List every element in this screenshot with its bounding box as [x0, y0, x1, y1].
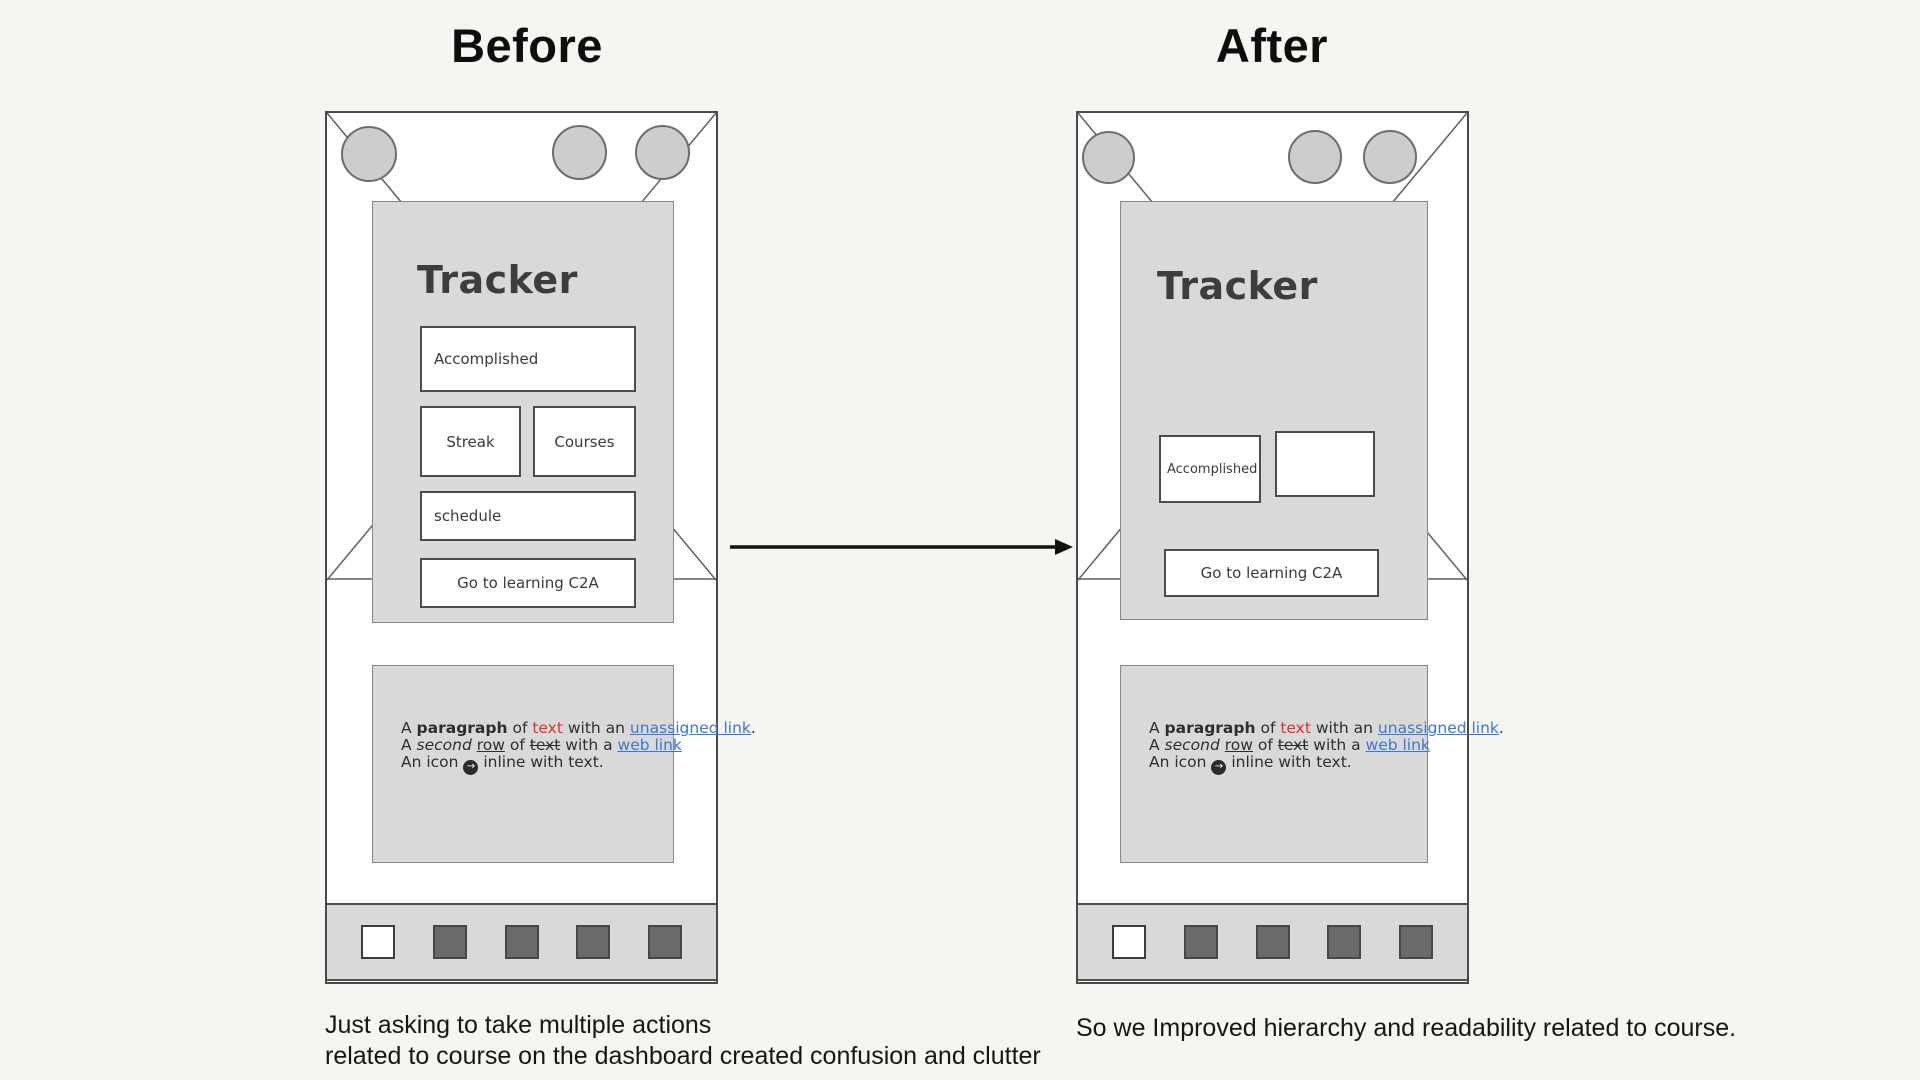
nav-item[interactable] — [576, 925, 611, 959]
rich-text-line-3: An icon inline with text. — [401, 754, 756, 775]
paragraph-card: A paragraph of text with an unassigned l… — [1120, 665, 1504, 863]
nav-item[interactable] — [432, 925, 467, 959]
go-to-learning-cta-button[interactable]: Go to learning C2A — [1164, 549, 1379, 597]
schedule-button[interactable]: schedule — [420, 491, 636, 541]
nav-item[interactable] — [1399, 925, 1433, 959]
nav-item-home[interactable] — [1112, 925, 1146, 959]
tracker-title: Tracker — [1157, 264, 1318, 308]
nav-item[interactable] — [1183, 925, 1218, 959]
after-phone-frame: Tracker Accomplished Go to learning C2A … — [1076, 111, 1504, 984]
tracker-card: Tracker Accomplished Go to learning C2A — [1120, 201, 1428, 620]
avatar-circle — [1363, 130, 1417, 184]
avatar-circle — [635, 125, 690, 180]
go-to-learning-cta-button[interactable]: Go to learning C2A — [420, 558, 636, 608]
nav-item[interactable] — [648, 925, 682, 959]
rich-text-block: A paragraph of text with an unassigned l… — [1149, 720, 1504, 775]
before-caption: Just asking to take multiple actions rel… — [325, 1010, 1041, 1072]
before-after-arrow — [730, 539, 1073, 555]
unassigned-link[interactable]: unassigned link — [1377, 719, 1499, 737]
nav-item[interactable] — [1255, 925, 1290, 959]
before-caption-line-1: Just asking to take multiple actions — [325, 1011, 712, 1039]
before-phone-frame: Tracker Accomplished Streak Courses sche… — [325, 111, 756, 984]
courses-button[interactable]: Courses — [533, 406, 636, 477]
before-caption-line-2: related to course on the dashboard creat… — [325, 1042, 1041, 1070]
bottom-nav-bar — [327, 903, 716, 981]
rich-text-line-1: A paragraph of text with an unassigned l… — [401, 719, 756, 737]
empty-button[interactable] — [1275, 431, 1375, 497]
tracker-title: Tracker — [417, 258, 578, 302]
web-link[interactable]: web link — [1365, 736, 1430, 754]
arrow-circle-icon — [1211, 759, 1227, 775]
nav-item[interactable] — [1327, 925, 1362, 959]
nav-item[interactable] — [504, 925, 539, 959]
avatar-circle — [341, 126, 397, 182]
streak-button[interactable]: Streak — [420, 406, 521, 477]
nav-item-home[interactable] — [361, 925, 395, 959]
unassigned-link[interactable]: unassigned link — [629, 719, 751, 737]
after-heading: After — [1215, 19, 1329, 72]
arrow-circle-icon — [463, 759, 479, 775]
rich-text-line-2: A second row of text with a web link — [1149, 736, 1430, 754]
rich-text-line-2: A second row of text with a web link — [401, 736, 682, 754]
web-link[interactable]: web link — [617, 736, 682, 754]
after-caption: So we Improved hierarchy and readability… — [1076, 1014, 1737, 1042]
avatar-circle — [552, 125, 607, 180]
bottom-nav-bar — [1078, 903, 1467, 981]
rich-text-block: A paragraph of text with an unassigned l… — [401, 720, 756, 775]
avatar-circle — [1288, 130, 1342, 184]
rich-text-line-3: An icon inline with text. — [1149, 754, 1504, 775]
before-heading: Before — [451, 19, 603, 72]
paragraph-card: A paragraph of text with an unassigned l… — [372, 665, 756, 863]
tracker-card: Tracker Accomplished Streak Courses sche… — [372, 201, 674, 623]
accomplished-button[interactable]: Accomplished — [420, 326, 636, 392]
rich-text-line-1: A paragraph of text with an unassigned l… — [1149, 719, 1504, 737]
avatar-circle — [1082, 131, 1135, 184]
accomplished-button[interactable]: Accomplished — [1159, 435, 1261, 503]
